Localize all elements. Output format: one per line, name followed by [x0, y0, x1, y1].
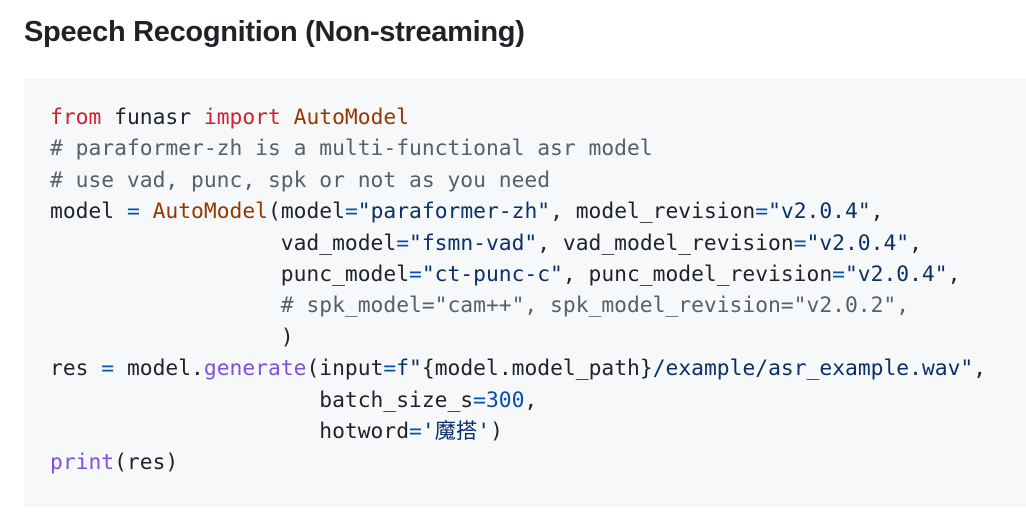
code-token: =: [793, 230, 807, 256]
code-token: =: [832, 261, 845, 287]
code-token: {model.model_path}: [421, 356, 653, 382]
code-token: "fsmn-vad": [409, 230, 538, 256]
code-token: import: [203, 105, 281, 130]
code-line: punc_model="ct-punc-c", punc_model_revis…: [50, 259, 1026, 290]
code-line: model = AutoModel(model="paraformer-zh",…: [50, 196, 1026, 227]
code-token: =: [101, 356, 115, 382]
code-line: res = model.generate(input=f"{model.mode…: [50, 353, 1026, 384]
code-token: ): [50, 324, 294, 350]
code-token: =: [473, 387, 486, 413]
code-token: "ct-punc-c": [421, 261, 563, 287]
code-token: =: [755, 199, 769, 225]
code-token: ): [490, 418, 503, 444]
code-token: =: [409, 261, 422, 287]
code-token: from: [50, 105, 102, 130]
code-token: res: [50, 356, 102, 382]
code-token: [50, 293, 281, 318]
code-token: f": [396, 356, 422, 382]
code-token: (input: [306, 356, 384, 382]
code-token: "v2.0.4": [844, 261, 948, 287]
code-token: ,: [947, 261, 961, 287]
code-token: punc_model: [50, 261, 410, 287]
section-heading: Speech Recognition (Non-streaming): [24, 16, 525, 48]
code-token: "v2.0.4": [806, 230, 910, 256]
code-token: # spk_model="cam++", spk_model_revision=…: [280, 293, 910, 319]
code-line: batch_size_s=300,: [50, 385, 1026, 416]
code-token: ,: [524, 387, 538, 413]
code-token: '魔搭': [421, 418, 491, 444]
code-token: [140, 199, 153, 224]
code-token: ,: [870, 199, 884, 225]
code-token: =: [126, 199, 140, 225]
code-token: =: [344, 199, 358, 225]
code-token: [281, 105, 294, 130]
code-token: (model: [268, 199, 345, 225]
code-token: =: [383, 356, 397, 382]
code-token: model.: [114, 356, 204, 382]
code-token: (res): [114, 450, 179, 476]
code-token: ,: [909, 230, 922, 256]
code-line: # spk_model="cam++", spk_model_revision=…: [50, 290, 1026, 321]
code-token: batch_size_s: [50, 387, 474, 413]
code-line: hotword='魔搭'): [50, 416, 1026, 447]
code-token: ,: [973, 356, 987, 382]
code-line: # use vad, punc, spk or not as you need: [50, 165, 1026, 196]
code-token: "v2.0.4": [768, 199, 871, 225]
code-token: /example/asr_example.wav": [652, 356, 974, 382]
code-token: hotword: [50, 418, 410, 444]
code-token: , punc_model_revision: [562, 261, 833, 287]
code-token: model: [50, 199, 127, 225]
code-token: AutoModel: [152, 199, 268, 225]
code-content: from funasr import AutoModel # paraformer…: [50, 102, 1026, 479]
code-token: 300: [485, 387, 525, 413]
code-token: , model_revision: [550, 199, 756, 225]
code-token: funasr: [101, 105, 204, 130]
code-token: =: [409, 418, 422, 444]
code-token: print: [50, 450, 115, 476]
code-line: # paraformer-zh is a multi-functional as…: [50, 133, 1026, 164]
code-token: generate: [203, 356, 307, 382]
code-token: AutoModel: [293, 105, 410, 130]
code-token: vad_model: [50, 230, 397, 256]
code-line: ): [50, 322, 1026, 353]
code-line: from funasr import AutoModel: [50, 102, 1026, 133]
code-line: vad_model="fsmn-vad", vad_model_revision…: [50, 228, 1026, 259]
code-token: =: [396, 230, 410, 256]
code-token: # use vad, punc, spk or not as you need: [50, 167, 551, 193]
code-token: # paraformer-zh is a multi-functional as…: [50, 136, 653, 162]
code-token: "paraformer-zh": [357, 199, 551, 225]
code-token: , vad_model_revision: [537, 230, 794, 256]
code-line: print(res): [50, 447, 1026, 478]
code-block[interactable]: from funasr import AutoModel # paraformer…: [24, 79, 1026, 507]
